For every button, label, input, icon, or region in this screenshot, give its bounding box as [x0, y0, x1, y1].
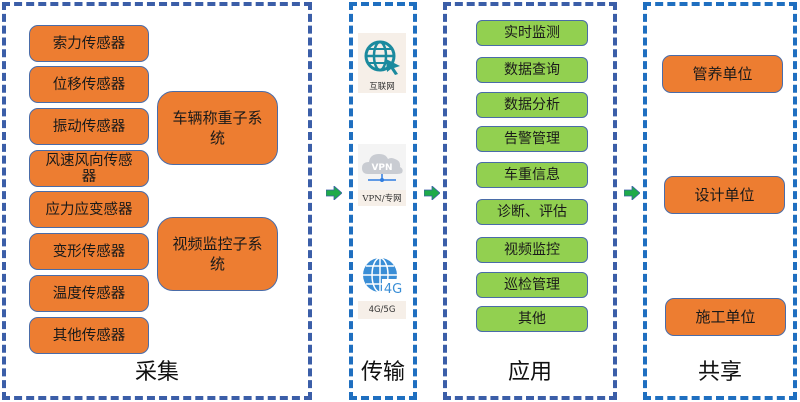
app-item-label: 告警管理: [504, 131, 560, 147]
app-item-label: 数据分析: [504, 97, 560, 113]
channel-label: 互联网: [369, 82, 395, 92]
app-item: 告警管理: [476, 126, 588, 152]
share-unit-label: 管养单位: [692, 65, 753, 83]
flow-arrow: [623, 185, 641, 204]
4g-globe-icon: 4G: [358, 253, 406, 301]
sensor-box: 振动传感器: [29, 108, 149, 145]
app-item: 诊断、评估: [476, 199, 588, 225]
panel-border: [443, 2, 617, 400]
sensor-label: 其他传感器: [52, 327, 126, 344]
arrow-right-icon: [423, 185, 441, 201]
panel-share: 管养单位 设计单位 施工单位 共享: [643, 2, 797, 400]
panel-title: 采集: [134, 360, 179, 385]
app-item-label: 车重信息: [504, 167, 560, 183]
channel-vpn: VPN VPN/专网: [358, 144, 406, 206]
channel-label: 4G/5G: [368, 305, 396, 315]
app-item: 其他: [476, 306, 588, 332]
sensor-box: 索力传感器: [29, 25, 149, 62]
sensor-box: 其他传感器: [29, 317, 149, 354]
sensor-label: 变形传感器: [52, 243, 126, 260]
sensor-label: 振动传感器: [52, 118, 126, 135]
arrow-right-icon: [325, 185, 343, 201]
share-unit-label: 设计单位: [694, 186, 755, 204]
app-item-label: 诊断、评估: [497, 204, 567, 220]
panel-collect: 索力传感器 位移传感器 振动传感器 风速风向传感器 应力应变感器 变形传感器 温…: [2, 2, 312, 400]
share-unit: 设计单位: [664, 176, 785, 214]
app-item: 实时监测: [476, 20, 588, 46]
panel-border: [349, 2, 417, 400]
app-item-label: 数据查询: [504, 62, 560, 78]
app-item-label: 巡检管理: [504, 277, 560, 293]
channel-4g5g: 4G 4G/5G: [358, 253, 406, 319]
subsystem-box-weighing: 车辆称重子系统: [157, 91, 278, 165]
app-item: 数据分析: [476, 92, 588, 118]
sensor-box: 应力应变感器: [29, 191, 149, 228]
vpn-cloud-icon: VPN: [362, 154, 403, 182]
panel-border: [643, 2, 797, 400]
app-item-label: 实时监测: [504, 25, 560, 41]
share-unit: 管养单位: [662, 55, 783, 93]
sensor-label: 温度传感器: [52, 285, 126, 302]
internet-globe-icon: [364, 40, 400, 75]
sensor-box: 温度传感器: [29, 275, 149, 312]
sensor-label: 风速风向传感器: [45, 152, 133, 185]
channel-internet: 互联网: [358, 33, 406, 93]
vpn-badge: VPN: [371, 163, 392, 173]
sensor-label: 位移传感器: [52, 76, 126, 93]
panel-title: 应用: [507, 360, 552, 385]
panel-apply: 实时监测 数据查询 数据分析 告警管理 车重信息 诊断、评估 视频监控 巡检管理…: [443, 2, 617, 400]
subsystem-label: 视频监控子系统: [172, 235, 263, 273]
sensor-label: 索力传感器: [52, 35, 126, 52]
sensor-box: 风速风向传感器: [29, 150, 149, 187]
arrow-right-icon: [623, 185, 641, 201]
share-unit-label: 施工单位: [695, 308, 756, 326]
share-unit: 施工单位: [665, 298, 786, 336]
panel-title: 传输: [360, 360, 405, 385]
app-item-label: 其他: [518, 311, 546, 327]
flow-arrow: [423, 185, 441, 204]
app-item: 视频监控: [476, 237, 588, 263]
flow-arrow: [325, 185, 343, 204]
subsystem-label: 车辆称重子系统: [172, 109, 263, 147]
app-item-label: 视频监控: [504, 242, 560, 258]
4g-badge: 4G: [384, 282, 402, 297]
sensor-box: 变形传感器: [29, 233, 149, 270]
sensor-label: 应力应变感器: [45, 201, 133, 218]
panel-transmit: 互联网 VPN VPN/专网 4G 4G/5G 传输: [349, 2, 417, 400]
panel-border: [2, 2, 312, 400]
sensor-box: 位移传感器: [29, 66, 149, 103]
app-item: 巡检管理: [476, 272, 588, 298]
app-item: 车重信息: [476, 162, 588, 188]
subsystem-box-video: 视频监控子系统: [157, 217, 278, 291]
panel-title: 共享: [697, 360, 742, 385]
channel-label: VPN/专网: [358, 190, 406, 206]
app-item: 数据查询: [476, 57, 588, 83]
